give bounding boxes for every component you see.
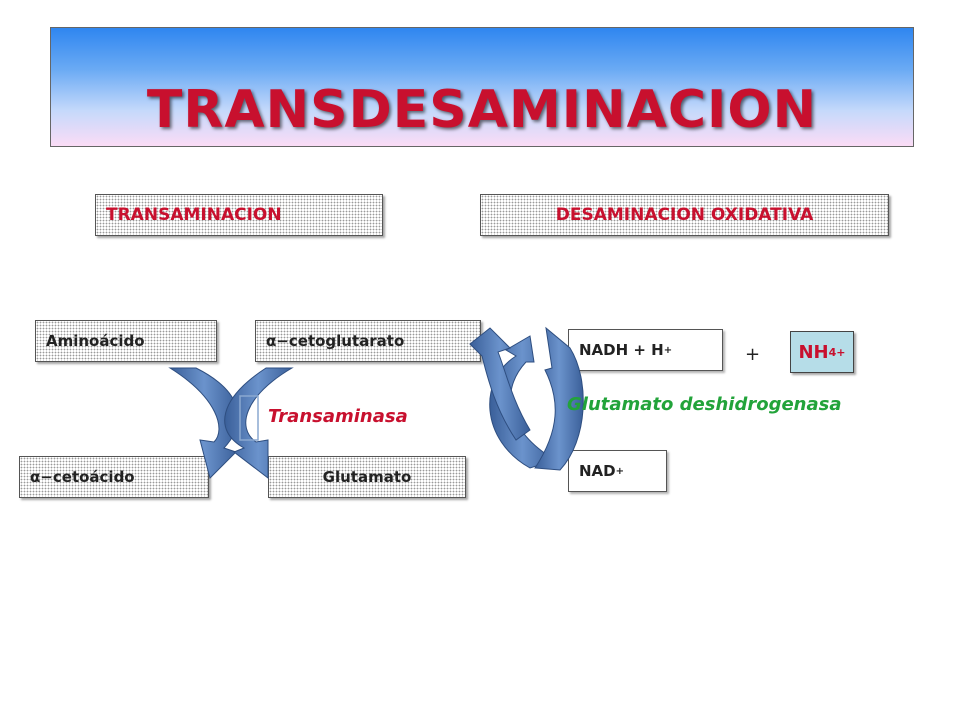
- section-oxidative-label: DESAMINACION OXIDATIVA: [555, 205, 814, 225]
- ammonium-superscript: +: [836, 345, 846, 359]
- ammonium-label: NH: [798, 341, 829, 363]
- plus-sign: +: [745, 344, 761, 365]
- glutamate-box: Glutamato: [268, 456, 466, 498]
- section-transamination-label: TRANSAMINACION: [106, 205, 282, 225]
- glutamate-label: Glutamato: [322, 468, 412, 486]
- ammonium-subscript: 4: [828, 345, 837, 359]
- title-banner: TRANSDESAMINACION: [50, 27, 914, 147]
- alpha-ketoacid-label: α−cetoácido: [30, 468, 135, 486]
- nadh-superscript: +: [663, 344, 673, 356]
- oxidative-arrow-top-left-icon: [469, 327, 531, 441]
- transamination-bracket: [239, 395, 259, 441]
- nad-superscript: +: [615, 465, 625, 477]
- nadh-label: NADH + H: [579, 341, 664, 359]
- nadh-box: NADH + H+: [568, 329, 723, 371]
- section-oxidative-deamination: DESAMINACION OXIDATIVA: [480, 194, 889, 236]
- section-transamination: TRANSAMINACION: [95, 194, 383, 236]
- transamination-arrow-left-icon: [168, 367, 239, 479]
- nad-box: NAD+: [568, 450, 667, 492]
- amino-acid-box: Aminoácido: [35, 320, 217, 362]
- oxidative-arrow-right-icon: [534, 326, 584, 471]
- amino-acid-label: Aminoácido: [46, 332, 145, 350]
- page-title: TRANSDESAMINACION: [146, 80, 818, 140]
- alpha-ketoglutarate-box: α−cetoglutarato: [255, 320, 481, 362]
- alpha-ketoglutarate-label: α−cetoglutarato: [266, 332, 405, 350]
- transaminase-label: Transaminasa: [268, 406, 408, 427]
- nad-label: NAD: [579, 462, 616, 480]
- alpha-ketoacid-box: α−cetoácido: [19, 456, 209, 498]
- glutamate-dehydrogenase-label: Glutamato deshidrogenasa: [567, 394, 842, 415]
